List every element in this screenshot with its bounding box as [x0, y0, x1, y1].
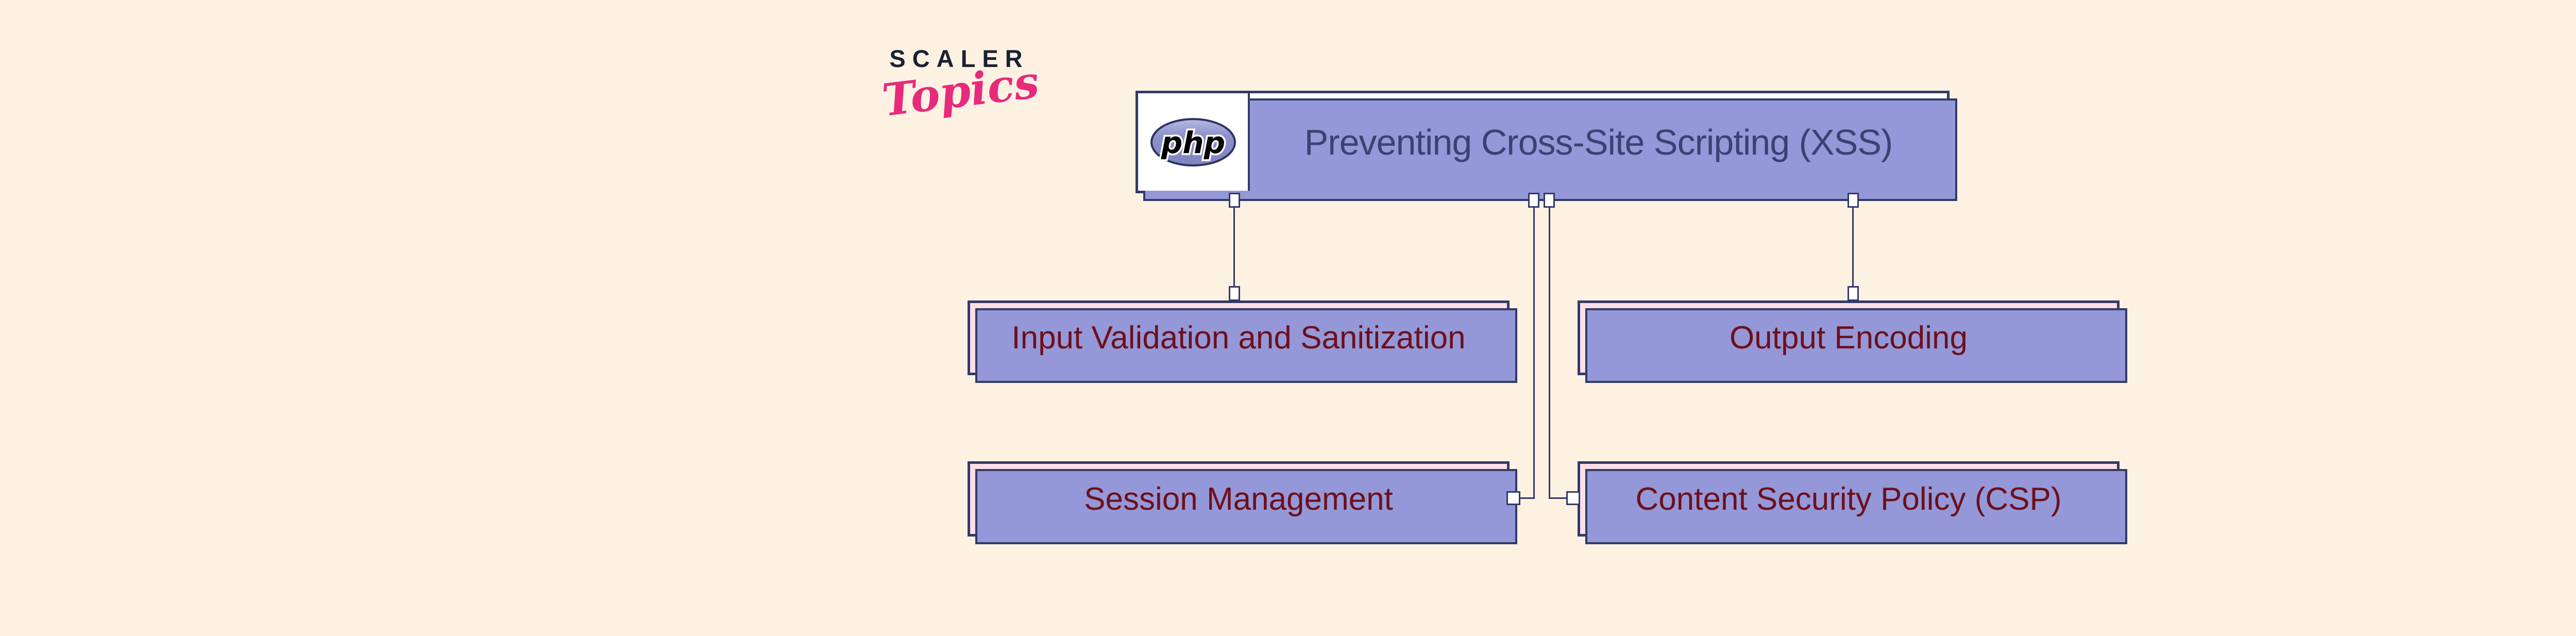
connector-port [1848, 193, 1859, 208]
connector-root-to-session-management [1533, 206, 1535, 499]
php-logo-icon: php [1150, 118, 1236, 166]
connector-port [1506, 491, 1520, 505]
root-node: php Preventing Cross-Site Scripting (XSS… [1136, 91, 1950, 193]
connector-port [1848, 286, 1859, 301]
scaler-topics-logo: SCALER Topics [879, 44, 1042, 127]
root-node-title: Preventing Cross-Site Scripting (XSS) [1304, 122, 1893, 162]
connector-port [1566, 491, 1580, 505]
connector-port [1229, 286, 1240, 301]
node-content-security-policy: Content Security Policy (CSP) [1578, 461, 2120, 537]
php-badge-cell: php [1138, 93, 1250, 191]
connector-csp-jog [1549, 497, 1567, 499]
connector-port [1528, 193, 1539, 208]
node-output-encoding: Output Encoding [1578, 300, 2120, 375]
php-badge-text: php [1160, 125, 1225, 160]
node-input-validation: Input Validation and Sanitization [968, 300, 1510, 375]
connector-port [1229, 193, 1240, 208]
connector-root-to-output-encoding [1852, 206, 1854, 288]
connector-root-to-input-validation [1233, 206, 1235, 288]
node-session-management: Session Management [968, 461, 1510, 537]
logo-brand-text: SCALER [889, 45, 1029, 72]
connector-session-management-jog [1520, 497, 1535, 499]
connector-port [1544, 193, 1555, 208]
connector-root-to-csp [1549, 206, 1550, 499]
